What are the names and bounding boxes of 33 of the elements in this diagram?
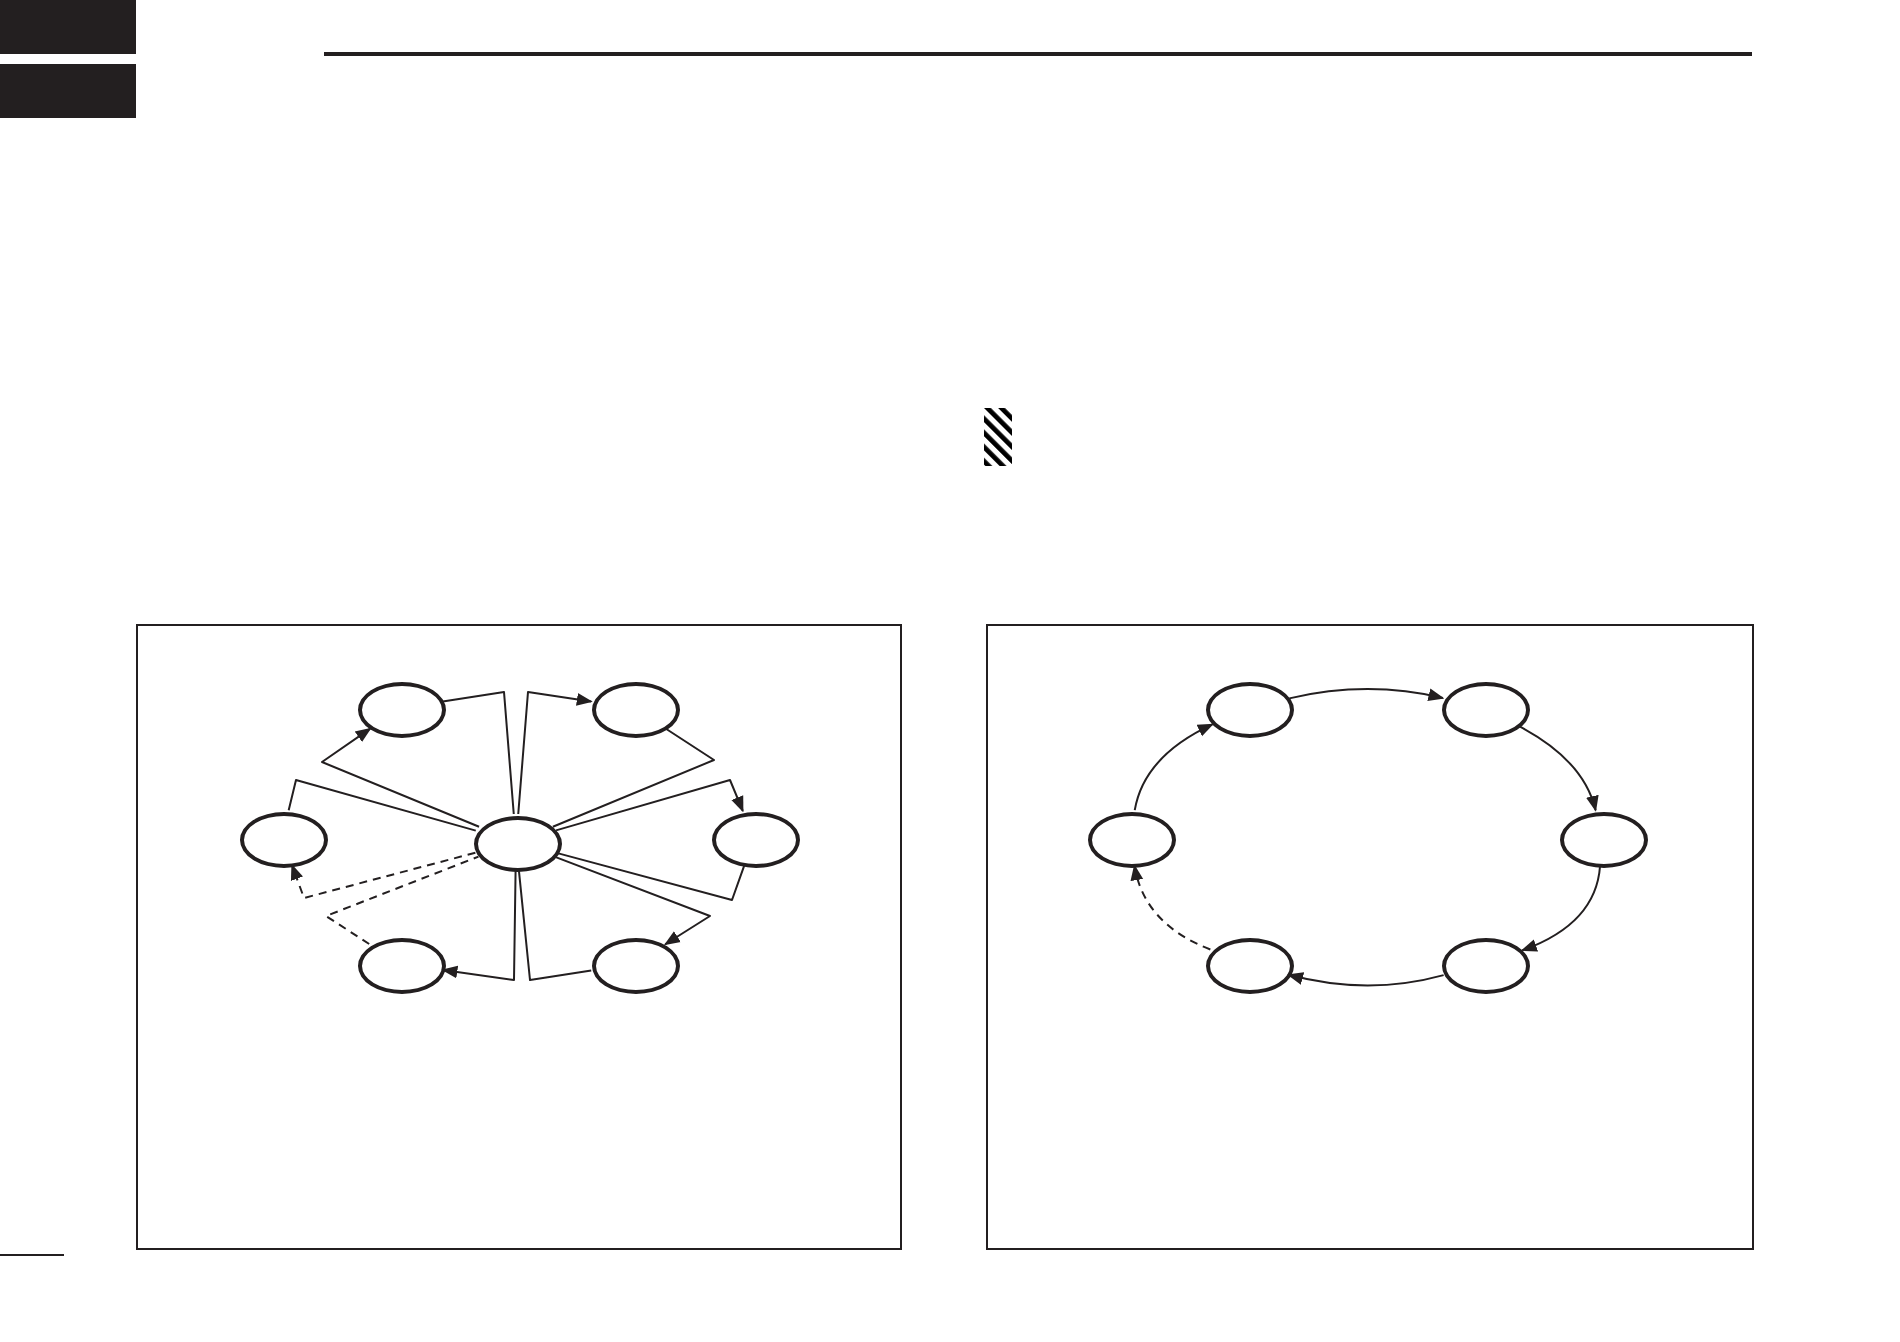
state-ellipse	[1560, 812, 1648, 868]
connector-line	[517, 868, 593, 981]
arrow	[1517, 724, 1598, 812]
state-ellipse	[358, 682, 446, 738]
connector-line	[287, 779, 477, 832]
arrow	[1287, 972, 1445, 987]
state-ellipse	[1442, 682, 1530, 738]
connector-line	[555, 851, 746, 901]
state-ellipse	[1206, 682, 1294, 738]
diagram-panel	[136, 624, 902, 1250]
state-ellipse	[1088, 812, 1176, 868]
arrow	[290, 851, 477, 899]
arrow	[1520, 864, 1602, 952]
arrow	[555, 779, 744, 832]
connector-line	[325, 855, 480, 945]
connector-line	[441, 691, 515, 816]
arrow	[1288, 688, 1445, 702]
state-ellipse	[240, 812, 328, 868]
diagram-panel	[986, 624, 1754, 1250]
state-ellipse	[712, 812, 800, 868]
arrow	[517, 691, 593, 816]
arrow	[1131, 864, 1212, 951]
state-ellipse	[474, 816, 562, 872]
state-ellipse	[592, 938, 680, 994]
arrow	[441, 869, 517, 981]
arrow	[321, 727, 481, 828]
arrow	[552, 855, 711, 946]
state-ellipse	[592, 682, 680, 738]
state-ellipse	[1206, 938, 1294, 994]
connector-line	[551, 727, 715, 828]
arrow	[1133, 723, 1214, 812]
state-ellipse	[1442, 938, 1530, 994]
state-ellipse	[358, 938, 446, 994]
